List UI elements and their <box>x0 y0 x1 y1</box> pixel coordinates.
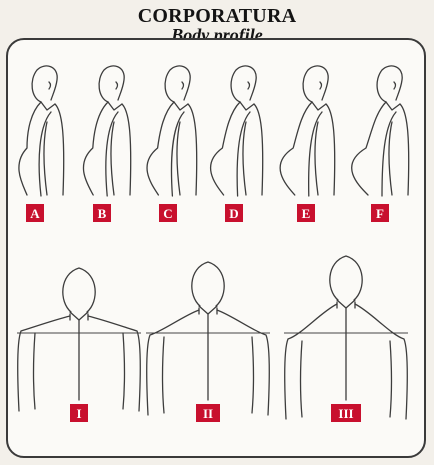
arm-line-inner <box>243 122 246 195</box>
tag-label: C <box>163 206 172 221</box>
right-shoulder <box>355 304 407 419</box>
tag-label: I <box>76 406 81 421</box>
side-profiles-row: A B C D E F <box>19 66 409 222</box>
front-line <box>280 102 312 195</box>
left-arm-seam <box>34 333 36 409</box>
front-line <box>352 102 386 195</box>
collar <box>386 102 400 110</box>
tag-label: II <box>203 406 213 421</box>
tag-label: E <box>302 206 311 221</box>
shoulder-figure-iii: III <box>284 256 408 422</box>
arm-line-inner <box>111 122 114 195</box>
shoulder-tag-iii: III <box>331 404 361 422</box>
shoulder-figure-ii: II <box>146 262 270 422</box>
profile-tag-c: C <box>159 204 177 222</box>
head-outline <box>165 66 190 102</box>
profile-figure-b: B <box>83 66 130 222</box>
head-outline <box>32 66 57 102</box>
tag-label: A <box>30 206 40 221</box>
front-line <box>19 102 41 195</box>
shoulder-tag-ii: II <box>196 404 220 422</box>
shoulder-tag-i: I <box>70 404 88 422</box>
head-outline <box>99 66 124 102</box>
profile-tag-d: D <box>225 204 243 222</box>
arm-line-inner <box>315 122 318 195</box>
head-outline <box>377 66 402 102</box>
back-line <box>326 104 335 195</box>
head-outline <box>231 66 256 102</box>
right-shoulder <box>217 310 269 415</box>
ear <box>182 82 184 89</box>
profile-tag-f: F <box>371 204 389 222</box>
ear <box>394 82 396 89</box>
profile-figure-f: F <box>352 66 409 222</box>
collar <box>108 102 122 110</box>
collar <box>312 102 326 110</box>
profile-figure-c: C <box>147 66 197 222</box>
collar <box>41 102 55 110</box>
collar <box>174 102 188 110</box>
right-arm-seam <box>390 341 392 417</box>
collar <box>70 312 88 320</box>
head-outline <box>63 268 95 312</box>
left-shoulder <box>285 304 337 419</box>
tag-label: III <box>338 406 353 421</box>
ear <box>116 82 118 89</box>
right-shoulder <box>88 316 140 411</box>
profile-figure-a: A <box>19 66 64 222</box>
tag-label: D <box>229 206 238 221</box>
arm-line-inner <box>177 122 180 195</box>
arm-line-inner <box>389 122 392 195</box>
arm-line <box>172 112 184 196</box>
head-outline <box>192 262 224 306</box>
profile-tag-a: A <box>26 204 44 222</box>
arm-line-inner <box>44 122 47 195</box>
tag-label: B <box>98 206 107 221</box>
back-line <box>400 104 409 195</box>
right-arm-seam <box>252 337 254 413</box>
left-arm-seam <box>163 337 165 413</box>
right-arm-seam <box>123 333 125 409</box>
left-shoulder <box>18 316 70 411</box>
back-line <box>254 104 263 195</box>
ear <box>320 82 322 89</box>
ear <box>248 82 250 89</box>
front-line <box>211 102 240 195</box>
collar <box>337 300 355 308</box>
profile-figure-e: E <box>280 66 335 222</box>
profile-figure-d: D <box>211 66 263 222</box>
tag-label: F <box>376 206 384 221</box>
back-line <box>188 104 197 195</box>
left-shoulder <box>147 310 199 415</box>
left-arm-seam <box>301 341 303 417</box>
collar <box>199 306 217 314</box>
shoulder-figure-i: I <box>17 268 141 422</box>
back-line <box>55 104 64 195</box>
front-line <box>147 102 174 195</box>
arm-line <box>106 112 118 196</box>
front-line <box>83 102 108 195</box>
collar <box>240 102 254 110</box>
profile-tag-b: B <box>93 204 111 222</box>
head-outline <box>330 256 362 300</box>
ear <box>49 82 51 89</box>
back-line <box>122 104 131 195</box>
head-outline <box>303 66 328 102</box>
profile-tag-e: E <box>297 204 315 222</box>
